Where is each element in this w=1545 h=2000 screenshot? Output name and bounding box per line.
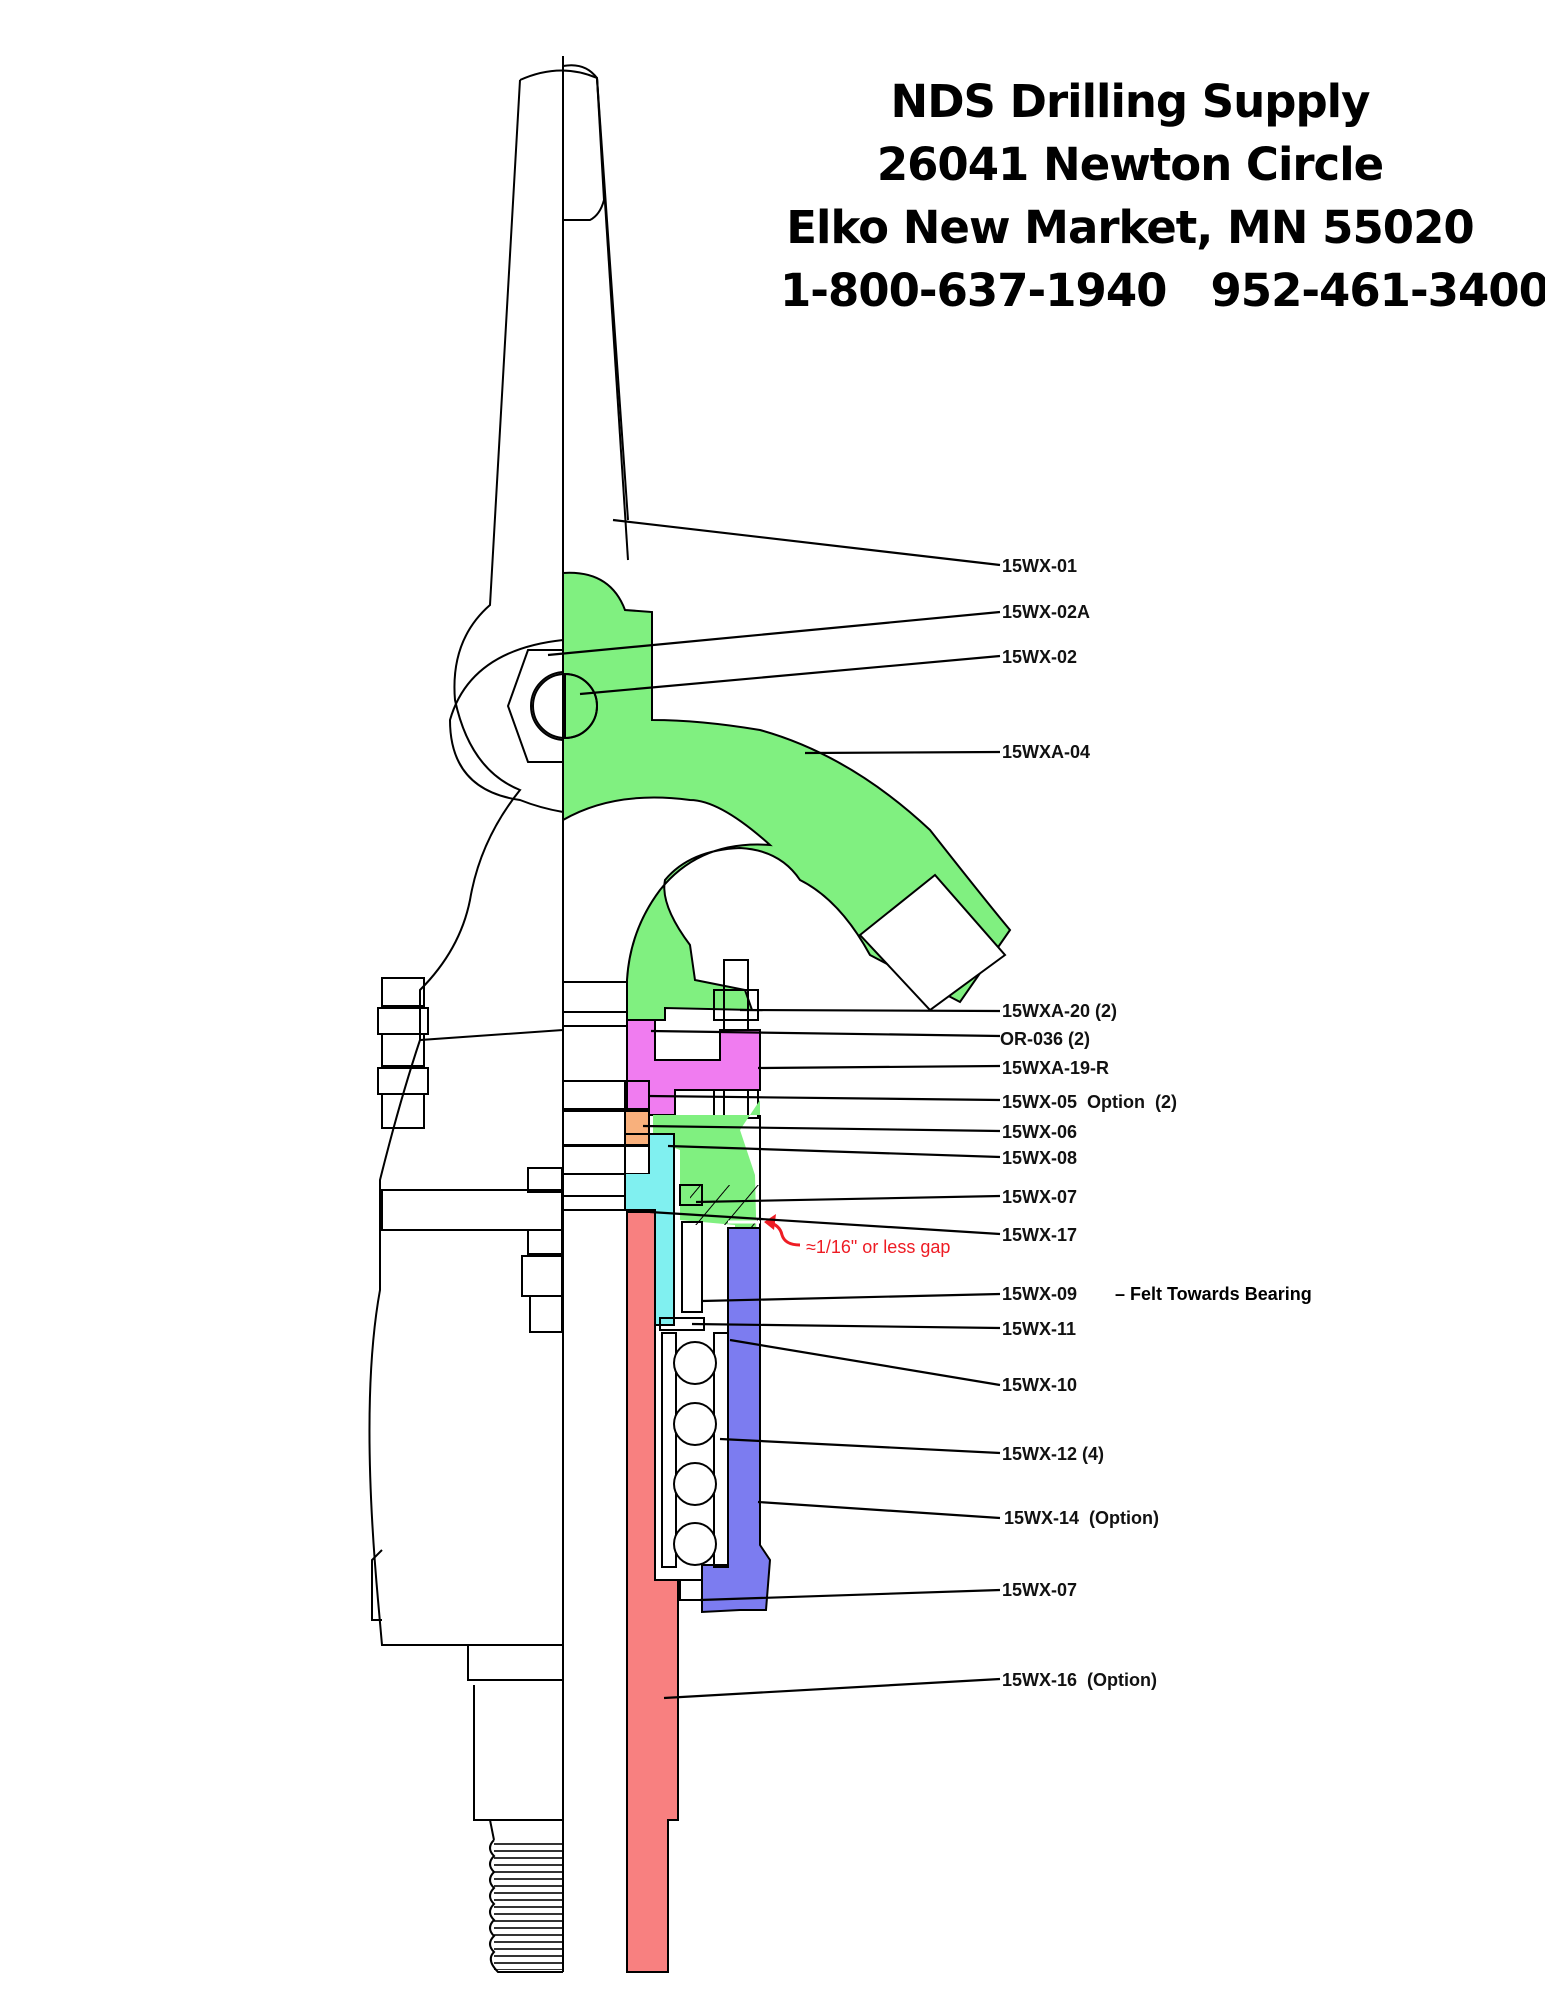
label-15WX-11: 15WX-11 (1002, 1319, 1076, 1339)
part-15WX-05-upper (562, 1080, 626, 1110)
label-15WX-02A: 15WX-02A (1002, 602, 1090, 622)
part-15WXA-19-R (626, 1019, 761, 1116)
part-15WX-05-thread-lower (624, 1145, 650, 1175)
bearing-ball (673, 1522, 717, 1566)
label-15WX-02: 15WX-02 (1002, 647, 1077, 667)
part-15WX-05-lower (562, 1145, 626, 1175)
swivel-exterior-outline (368, 69, 629, 1973)
felt-note: – Felt Towards Bearing (1115, 1284, 1312, 1304)
bearing-ball (673, 1402, 717, 1446)
label-15WXA-20: 15WXA-20 (2) (1002, 1001, 1117, 1021)
label-OR-036: OR-036 (2) (1000, 1029, 1090, 1049)
label-15WX-08: 15WX-08 (1002, 1148, 1077, 1168)
bolt-left-upper (377, 977, 429, 1129)
label-15WX-17: 15WX-17 (1002, 1225, 1077, 1245)
label-15WX-01: 15WX-01 (1002, 556, 1077, 576)
company-name: NDS Drilling Supply (890, 75, 1371, 128)
part-15WX-09-felt-slot (681, 1221, 703, 1313)
gap-note: ≈1/16" or less gap (806, 1237, 950, 1257)
label-15WX-06: 15WX-06 (1002, 1122, 1077, 1142)
label-15WX-12: 15WX-12 (4) (1002, 1444, 1104, 1464)
part-15WX-07-upper-fitting (679, 1184, 703, 1206)
bearing-ball (673, 1341, 717, 1385)
part-15WX-06-washer (562, 1110, 626, 1146)
company-city: Elko New Market, MN 55020 (786, 201, 1474, 254)
part-15WX-07-lower-fitting (679, 1579, 703, 1601)
part-labels: 15WX-01 15WX-02A 15WX-02 15WXA-04 15WXA-… (806, 556, 1312, 1690)
label-15WX-09: 15WX-09 (1002, 1284, 1077, 1304)
label-15WX-16: 15WX-16 (Option) (1002, 1670, 1157, 1690)
label-15WX-05: 15WX-05 Option (2) (1002, 1092, 1177, 1112)
company-street: 26041 Newton Circle (876, 138, 1384, 191)
label-15WX-07-upper: 15WX-07 (1002, 1187, 1077, 1207)
part-15WX-17-packing-nut (624, 1133, 675, 1326)
label-15WX-10: 15WX-10 (1002, 1375, 1077, 1395)
label-15WXA-19-R: 15WXA-19-R (1002, 1058, 1109, 1078)
part-15WX-16-stem (626, 1211, 679, 1973)
part-15WX-12-bearings (661, 1332, 729, 1568)
part-15WX-01-bail (562, 64, 629, 561)
label-15WXA-04: 15WXA-04 (1002, 742, 1090, 762)
bolt-left-lower (521, 1229, 563, 1333)
label-15WX-14: 15WX-14 (Option) (1004, 1508, 1159, 1528)
leader-lines (547, 518, 1001, 1700)
part-15WXA-04-gooseneck (532, 571, 1012, 1021)
bearing-ball (673, 1462, 717, 1506)
label-15WX-07-lower: 15WX-07 (1002, 1580, 1077, 1600)
part-15WX-06-packing (625, 1111, 649, 1145)
